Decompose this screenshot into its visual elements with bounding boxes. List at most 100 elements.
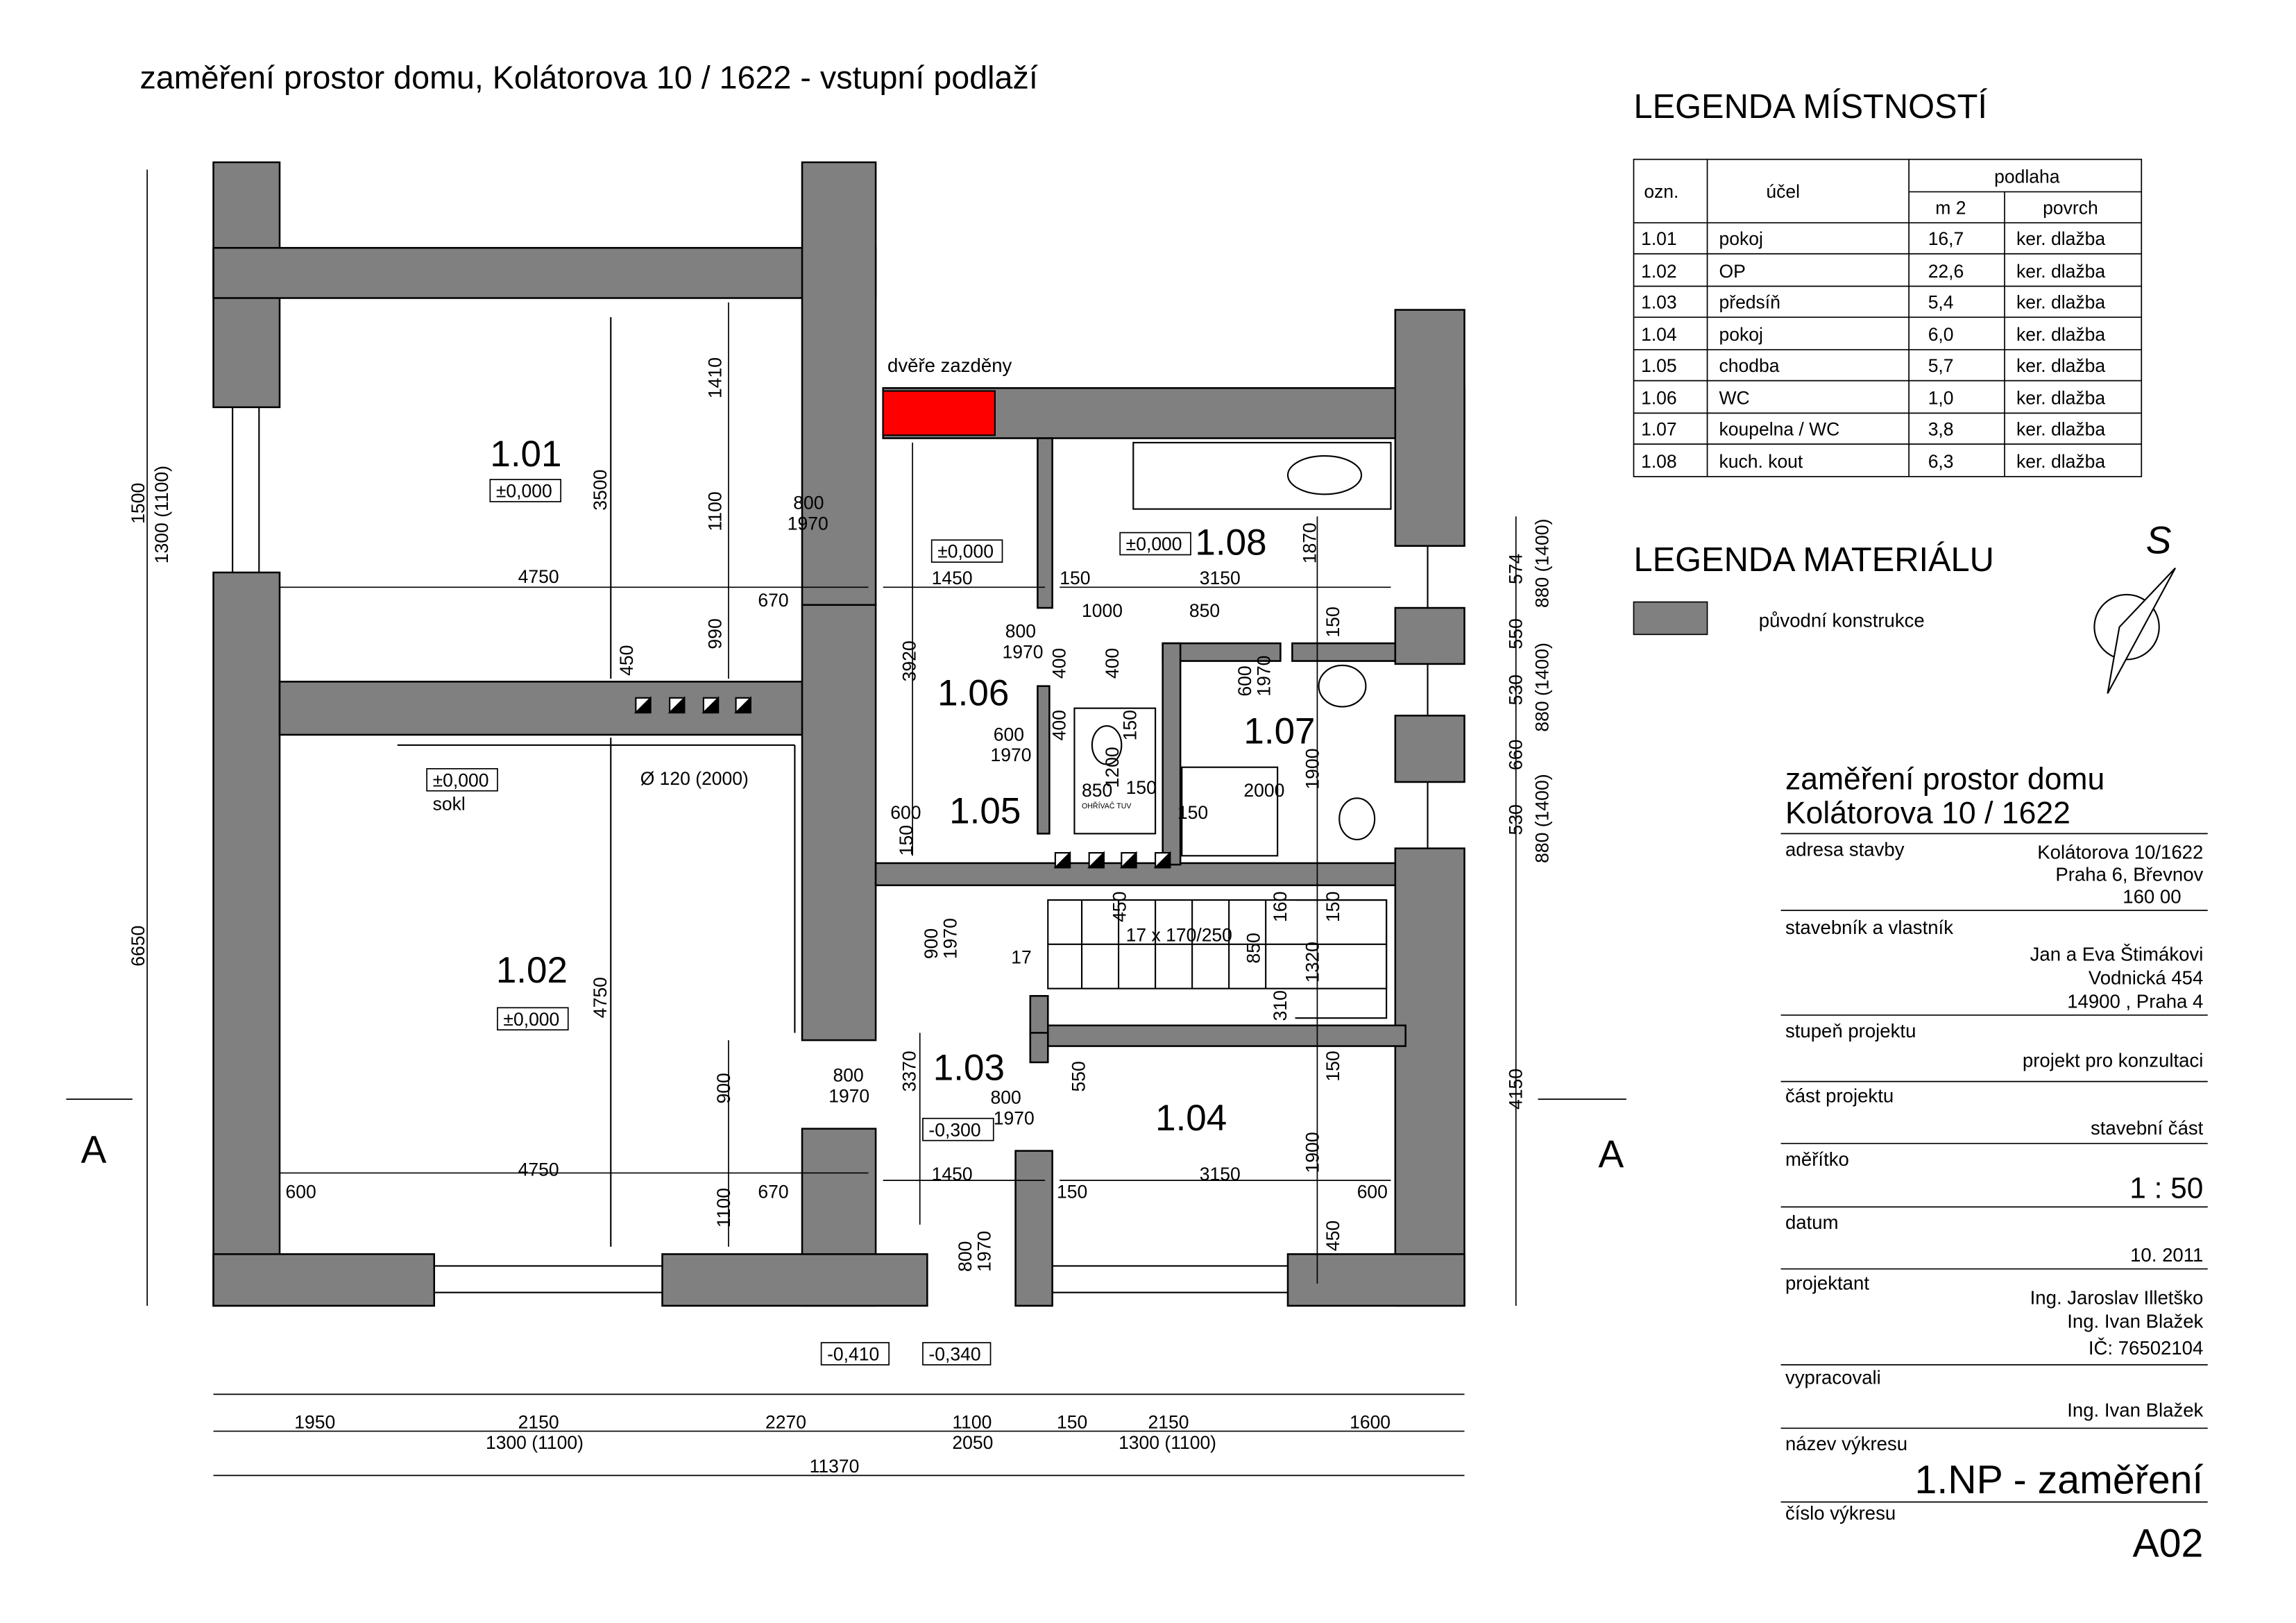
dim-990: 990 bbox=[704, 618, 725, 649]
svg-text:předsíň: předsíň bbox=[1719, 291, 1780, 312]
dim-670-bottom: 670 bbox=[758, 1182, 788, 1203]
dim-3500: 3500 bbox=[590, 470, 611, 511]
dim-150-1-05: 150 bbox=[896, 825, 917, 856]
room-label-1-06: 1.06 bbox=[937, 672, 1009, 713]
dim-800-1-02: 800 bbox=[833, 1065, 864, 1086]
dim-1300a: 1300 (1100) bbox=[486, 1432, 584, 1453]
dim-1950: 1950 bbox=[294, 1411, 335, 1432]
svg-text:1.01: 1.01 bbox=[1641, 228, 1677, 249]
tb-project-line2: Kolátorova 10 / 1622 bbox=[1785, 796, 2070, 830]
bathtub bbox=[1132, 441, 1392, 510]
dim-450: 450 bbox=[616, 645, 637, 676]
dim-door-1-06-h: 1970 bbox=[1003, 641, 1044, 662]
tb-address-2: Praha 6, Břevnov bbox=[2055, 863, 2203, 885]
dim-150-1-06: 150 bbox=[1120, 710, 1141, 740]
tb-drawing-name-label: název výkresu bbox=[1785, 1433, 1907, 1454]
room-label-1-08: 1.08 bbox=[1195, 522, 1266, 563]
dim-1320: 1320 bbox=[1302, 942, 1323, 983]
boiler-label: OHŘÍVAČ TUV bbox=[1082, 801, 1132, 810]
wall-corridor-left bbox=[801, 604, 877, 1042]
room-label-1-03: 1.03 bbox=[933, 1047, 1005, 1088]
dim-880a: 880 (1400) bbox=[1531, 519, 1552, 609]
dim-880b: 880 (1400) bbox=[1531, 643, 1552, 732]
tb-owner-2: Vodnická 454 bbox=[2089, 967, 2203, 988]
svg-text:ker. dlažba: ker. dlažba bbox=[2016, 451, 2105, 472]
tb-scale: 1 : 50 bbox=[2129, 1172, 2203, 1205]
legend-header-povrch: povrch bbox=[2043, 197, 2098, 218]
wall-left-lower bbox=[212, 571, 281, 1307]
dim-left-1300: 1300 (1100) bbox=[151, 466, 172, 563]
section-mark-right: A bbox=[1599, 1132, 1624, 1175]
svg-text:1.03: 1.03 bbox=[1641, 291, 1677, 312]
room-label-1-04: 1.04 bbox=[1155, 1098, 1227, 1139]
dim-850-stair: 850 bbox=[1243, 933, 1264, 963]
room-level-1-02: ±0,000 bbox=[503, 1009, 559, 1030]
svg-text:1.08: 1.08 bbox=[1641, 451, 1677, 472]
dim-800-1-03: 800 bbox=[991, 1087, 1021, 1107]
svg-text:1.04: 1.04 bbox=[1641, 324, 1677, 345]
dim-4150: 4150 bbox=[1505, 1069, 1526, 1110]
material-swatch bbox=[1633, 601, 1708, 636]
dim-150-1-04-top: 150 bbox=[1323, 1051, 1343, 1081]
wall-bottom-mid bbox=[661, 1253, 928, 1307]
dim-3370: 3370 bbox=[899, 1051, 919, 1091]
wall-mid-horizontal bbox=[278, 681, 869, 736]
svg-text:OP: OP bbox=[1719, 261, 1746, 282]
dim-4750-bottom: 4750 bbox=[518, 1159, 559, 1180]
fixtures bbox=[397, 317, 1392, 1247]
wall-right-top bbox=[1394, 309, 1465, 547]
title-block-lines bbox=[1780, 833, 2208, 1503]
dim-150-1-04: 150 bbox=[1057, 1182, 1087, 1203]
dim-3150-bottom: 3150 bbox=[1200, 1164, 1241, 1184]
dim-550-edge: 550 bbox=[1505, 618, 1526, 649]
dim-left-1500: 1500 bbox=[128, 483, 148, 524]
windows bbox=[232, 407, 1429, 1293]
dimension-lines bbox=[66, 169, 1626, 1477]
dim-450-stair: 450 bbox=[1109, 892, 1130, 922]
dim-670-top: 670 bbox=[758, 590, 788, 611]
svg-text:1.05: 1.05 bbox=[1641, 355, 1677, 376]
svg-text:3,8: 3,8 bbox=[1928, 418, 1954, 439]
svg-text:ker. dlažba: ker. dlažba bbox=[2016, 228, 2105, 249]
shower-tray bbox=[1181, 766, 1279, 857]
north-mark: S bbox=[2146, 518, 2172, 561]
wall-1-04-top bbox=[1029, 1024, 1406, 1047]
dim-2050: 2050 bbox=[952, 1432, 993, 1453]
north-arrow-icon bbox=[2093, 567, 2176, 694]
dim-1970-1-05: 1970 bbox=[940, 918, 961, 959]
tb-drawn: Ing. Ivan Blažek bbox=[2067, 1399, 2203, 1420]
dim-2000: 2000 bbox=[1243, 780, 1284, 801]
wall-bottom-right bbox=[1286, 1253, 1465, 1307]
dim-1970-1-07: 1970 bbox=[1254, 656, 1275, 697]
tb-stage-label: stupeň projektu bbox=[1785, 1020, 1916, 1042]
room-legend-table bbox=[1633, 158, 2143, 477]
dim-600-1-02: 600 bbox=[286, 1182, 316, 1203]
room-level-1-03: -0,300 bbox=[928, 1119, 980, 1140]
room-label-1-01: 1.01 bbox=[490, 434, 561, 475]
room-labels: 1.01 ±0,000 1.02 ±0,000 1.03 -0,300 1.04… bbox=[81, 434, 1624, 1366]
dim-1200: 1200 bbox=[1102, 747, 1123, 788]
dim-11370: 11370 bbox=[810, 1456, 860, 1477]
tb-drawing-name: 1.NP - zaměření bbox=[1915, 1458, 2204, 1502]
dim-660: 660 bbox=[1505, 740, 1526, 770]
svg-text:kuch. kout: kuch. kout bbox=[1719, 451, 1803, 472]
dim-150b-1-06: 150 bbox=[1126, 777, 1157, 798]
dim-3920: 3920 bbox=[899, 640, 919, 681]
tb-date-label: datum bbox=[1785, 1212, 1839, 1233]
svg-text:koupelna / WC: koupelna / WC bbox=[1719, 418, 1840, 439]
dim-530a: 530 bbox=[1505, 674, 1526, 705]
dim-1970-1-06: 1970 bbox=[991, 745, 1032, 765]
dim-1900-1-04: 1900 bbox=[1302, 1132, 1323, 1173]
svg-text:1.06: 1.06 bbox=[1641, 388, 1677, 409]
dim-3150-top: 3150 bbox=[1200, 568, 1241, 588]
room-label-1-02: 1.02 bbox=[496, 950, 568, 991]
wc-1-06-icon bbox=[1091, 725, 1123, 765]
svg-text:22,6: 22,6 bbox=[1928, 261, 1964, 282]
tb-owner-3: 14900 , Praha 4 bbox=[2067, 990, 2203, 1012]
